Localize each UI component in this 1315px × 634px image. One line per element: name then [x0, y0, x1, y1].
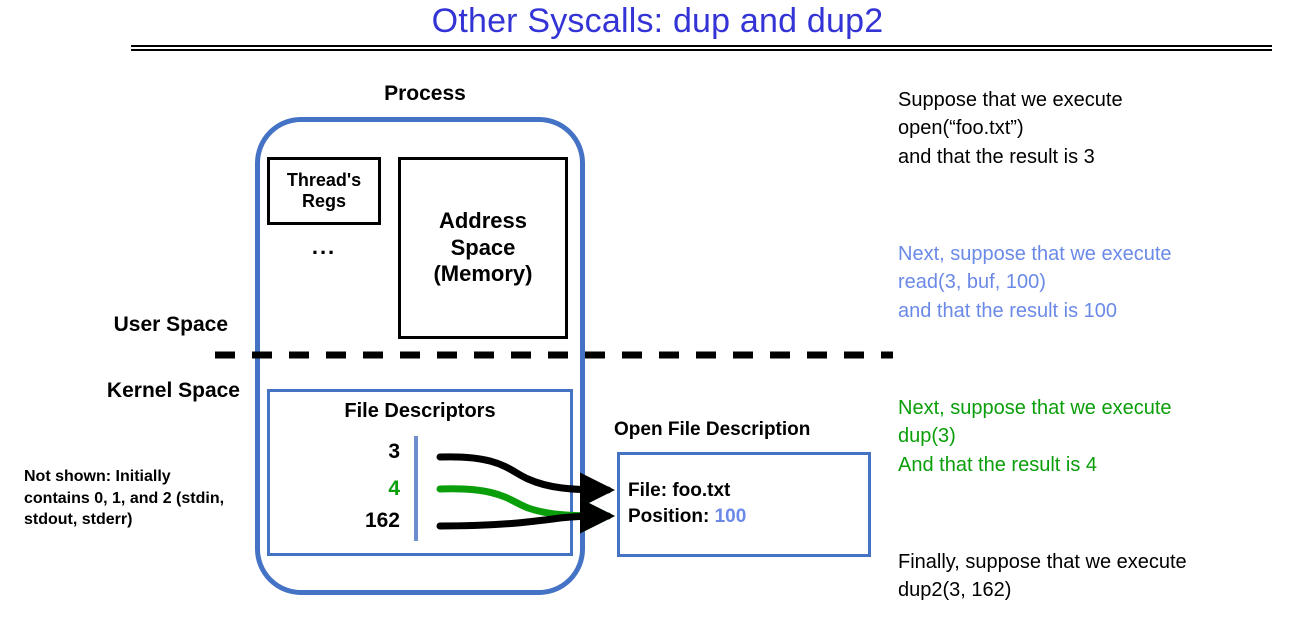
- note-dup2-line2: dup2(3, 162): [898, 579, 1012, 602]
- file-label: File:: [628, 480, 673, 501]
- position-value: 100: [714, 506, 747, 527]
- user-kernel-boundary-dashed-line: [215, 351, 893, 359]
- note-open: Suppose that we execute open(“foo.txt”) …: [898, 86, 1310, 171]
- position-label: Position:: [628, 506, 715, 527]
- note-read-line2: read(3, buf, 100): [898, 271, 1046, 294]
- file-descriptor-entry: 3: [388, 440, 400, 463]
- address-space-label: Address Space (Memory): [433, 207, 533, 287]
- note-read: Next, suppose that we execute read(3, bu…: [898, 240, 1310, 325]
- note-open-line2: open(“foo.txt”): [898, 117, 1024, 140]
- note-dup2: Finally, suppose that we execute dup2(3,…: [898, 548, 1310, 605]
- title-divider-line-top: [131, 45, 1272, 47]
- page-title: Other Syscalls: dup and dup2: [431, 2, 884, 40]
- note-open-line1: Suppose that we execute: [898, 89, 1123, 111]
- open-file-description-position-row: Position: 100: [628, 506, 746, 528]
- file-descriptors-divider: [414, 436, 418, 541]
- file-descriptors-title: File Descriptors: [344, 400, 496, 422]
- note-read-line1: Next, suppose that we execute: [898, 243, 1172, 265]
- note-dup2-line1: Finally, suppose that we execute: [898, 551, 1187, 573]
- note-dup-line1: Next, suppose that we execute: [898, 397, 1172, 419]
- open-file-description-file-row: File: foo.txt: [628, 480, 730, 502]
- threads-regs-box: Thread's Regs: [267, 157, 381, 225]
- user-space-label: User Space: [113, 313, 228, 336]
- process-label: Process: [384, 82, 466, 105]
- address-space-box: Address Space (Memory): [398, 157, 568, 339]
- not-shown-note: Not shown: Initially contains 0, 1, and …: [24, 468, 225, 529]
- open-file-description-box: [617, 452, 871, 557]
- title-divider-line-bottom: [131, 49, 1272, 51]
- note-open-line3: and that the result is 3: [898, 145, 1095, 168]
- note-dup: Next, suppose that we execute dup(3) And…: [898, 394, 1310, 479]
- note-read-line3: and that the result is 100: [898, 299, 1118, 322]
- threads-regs-label: Thread's Regs: [286, 170, 362, 211]
- threads-ellipsis: ...: [311, 234, 337, 259]
- title-divider: [131, 45, 1272, 51]
- file-value: foo.txt: [672, 480, 731, 501]
- open-file-description-title: Open File Description: [614, 419, 811, 440]
- kernel-space-label: Kernel Space: [106, 379, 240, 402]
- file-descriptor-entry: 162: [364, 509, 400, 532]
- note-dup-line3: And that the result is 4: [898, 453, 1098, 476]
- file-descriptor-entry: 4: [388, 477, 400, 500]
- note-dup-line2: dup(3): [898, 425, 956, 448]
